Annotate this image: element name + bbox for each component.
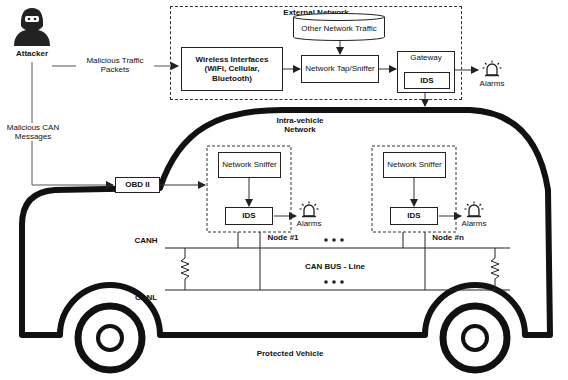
attacker-icon xyxy=(14,8,50,46)
sniffer-box: Network Sniffer xyxy=(383,152,446,178)
attack-label: Malicious Traffic Packets xyxy=(76,56,154,74)
interface-box: Wireless Interfaces (WiFi, Cellular, Blu… xyxy=(181,47,283,91)
node-text: Network Sniffer xyxy=(220,159,279,170)
ids-box: IDS xyxy=(225,207,273,225)
network-label: Intra-vehicle Network xyxy=(269,116,331,134)
node-stub xyxy=(403,232,404,248)
node-stub xyxy=(238,232,239,248)
wheel xyxy=(443,306,507,370)
node-text: Gateway xyxy=(408,52,444,63)
obd-port: OBD II xyxy=(115,177,160,193)
resistor-symbol xyxy=(491,248,499,290)
gateway-box: GatewayIDS xyxy=(397,51,455,93)
node-text: IDS xyxy=(240,210,257,221)
network-region: External NetworkWireless Interfaces (WiF… xyxy=(170,6,462,100)
alarm-arrow xyxy=(455,70,478,71)
alarm-icon xyxy=(483,61,502,76)
resistor-symbol xyxy=(181,248,189,290)
flow-arrow xyxy=(414,178,415,206)
alarm-label: Alarms xyxy=(289,219,329,228)
can-high-wire xyxy=(165,247,510,248)
ecu-group xyxy=(372,146,456,232)
bus-label: CAN BUS - Line xyxy=(290,262,380,271)
ids-box: IDS xyxy=(390,207,438,225)
node-label: Node #1 xyxy=(265,233,301,242)
flow-arrow xyxy=(249,178,250,206)
node-text: IDS xyxy=(405,210,422,221)
node-text: Wireless Interfaces (WiFi, Cellular, Blu… xyxy=(182,54,282,84)
node-text: IDS xyxy=(418,75,435,86)
node-stub xyxy=(425,232,426,290)
sniffer-box: Network Tap/Sniffer xyxy=(301,55,379,83)
car-outline xyxy=(22,110,550,335)
flow-arrow xyxy=(283,69,300,70)
sniffer-box: Network Sniffer xyxy=(218,152,281,178)
node-text: Other Network Traffic xyxy=(299,23,378,34)
obd-link xyxy=(160,185,205,186)
alarm-arrow xyxy=(274,216,296,217)
node-text: Network Sniffer xyxy=(385,159,444,170)
ids-box: IDS xyxy=(404,72,450,89)
alarm-label: Alarms xyxy=(472,79,512,88)
wheel xyxy=(78,306,142,370)
ecu-group xyxy=(207,146,291,232)
attack-label: Malicious CAN Messages xyxy=(1,123,65,141)
signal-name: CANL xyxy=(129,293,163,302)
alarm-icon xyxy=(465,202,484,217)
traffic-source: Other Network Traffic xyxy=(293,13,385,41)
node-text: Network Tap/Sniffer xyxy=(303,63,377,74)
vehicle-label: Protected Vehicle xyxy=(235,349,345,358)
wheel-hub xyxy=(463,326,487,350)
node-stub xyxy=(260,232,261,290)
alarm-label: Alarms xyxy=(454,219,494,228)
can-low-wire xyxy=(165,289,510,290)
wheel-hub xyxy=(98,326,122,350)
flow-arrow xyxy=(379,69,396,70)
ellipsis-dots xyxy=(324,238,344,284)
alarm-arrow xyxy=(439,216,461,217)
node-text: OBD II xyxy=(123,179,151,190)
flow-arrow xyxy=(340,41,341,54)
signal-name: CANH xyxy=(129,236,163,245)
actor-label: Attacker xyxy=(7,49,57,58)
alarm-icon xyxy=(300,202,319,217)
node-label: Node #n xyxy=(430,233,466,242)
